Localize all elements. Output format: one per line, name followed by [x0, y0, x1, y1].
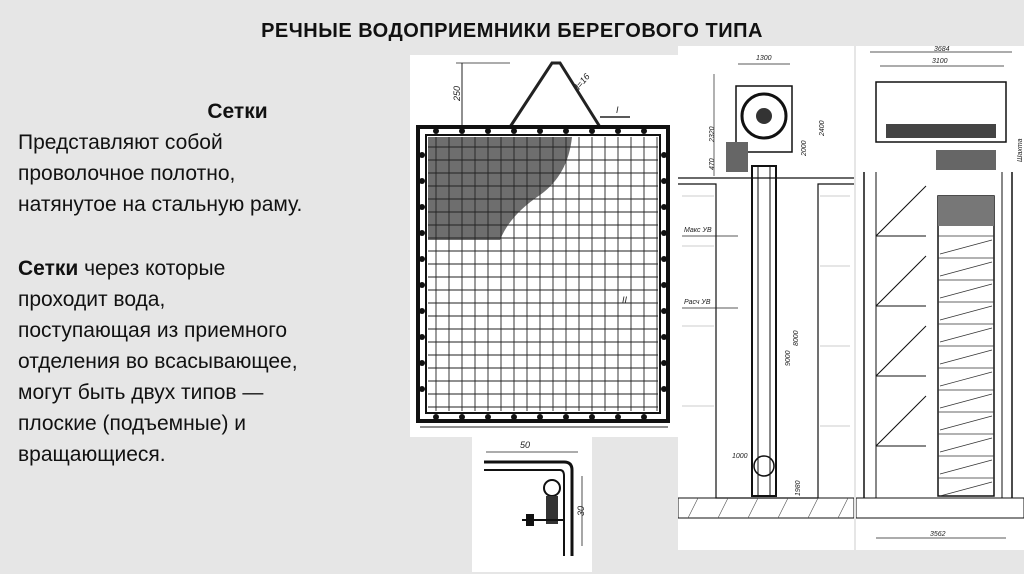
detail-dim-height: 30: [576, 506, 586, 516]
section-dim-c: 2400: [819, 120, 826, 137]
para2-line5: могут быть двух типов —: [18, 381, 264, 404]
label-max-level: Макс УВ: [684, 227, 712, 234]
front-label-side: Шахта: [1017, 138, 1024, 162]
para2-line2: проходит вода,: [18, 288, 166, 311]
description-text: Сетки Представляют собой проволочное пол…: [18, 96, 413, 470]
section-dim-f: 9000: [785, 350, 792, 366]
para1-line2: проволочное полотно,: [18, 162, 236, 185]
para2-line6: плоские (подъемные) и: [18, 412, 247, 435]
label-min-level: Расч УВ: [684, 299, 711, 306]
front-dim-bottom: 3562: [930, 531, 946, 538]
front-dim-top-1: 3684: [934, 46, 950, 53]
section-dim-h: 1980: [795, 480, 802, 496]
section-dim-g: 1000: [732, 453, 748, 460]
detail-dim-width: 50: [520, 440, 530, 450]
section-dim-b: 2000: [801, 140, 808, 157]
para2-line4: отделения во всасывающее,: [18, 350, 298, 373]
section-dim-a: 2320: [709, 126, 716, 143]
para1-line1: Представляют собой: [18, 131, 223, 154]
para2-line1: Сетки через которые: [18, 253, 413, 284]
para2-line1-rest: через которые: [78, 257, 226, 280]
para2-line3: поступающая из приемного: [18, 319, 288, 342]
para1-line3: натянутое на стальную раму.: [18, 193, 303, 216]
flat-screen-drawing: 250 d=16 I II: [410, 55, 678, 437]
para2-bold-word: Сетки: [18, 257, 79, 280]
section-dim-e: 8000: [793, 330, 800, 346]
text-heading: Сетки: [207, 100, 268, 123]
front-dim-top-2: 3100: [932, 58, 948, 65]
slide-title: РЕЧНЫЕ ВОДОПРИЕМНИКИ БЕРЕГОВОГО ТИПА: [261, 20, 763, 42]
section-mark-1: I: [616, 105, 619, 115]
section-mark-2: II: [622, 295, 628, 305]
dim-height-250: 250: [452, 86, 462, 102]
para2-line7: вращающиеся.: [18, 443, 166, 466]
frame-detail-drawing: 50 30: [472, 436, 592, 572]
dim-wire-diameter: d=16: [571, 71, 592, 93]
rotating-screen-section-drawing: 1300 2320 2000 2400 470 Макс УВ: [678, 46, 854, 550]
section-dim-top: 1300: [756, 55, 772, 62]
section-dim-d: 470: [709, 158, 716, 170]
rotating-screen-front-drawing: 3684 3100 Шахта: [856, 46, 1024, 550]
